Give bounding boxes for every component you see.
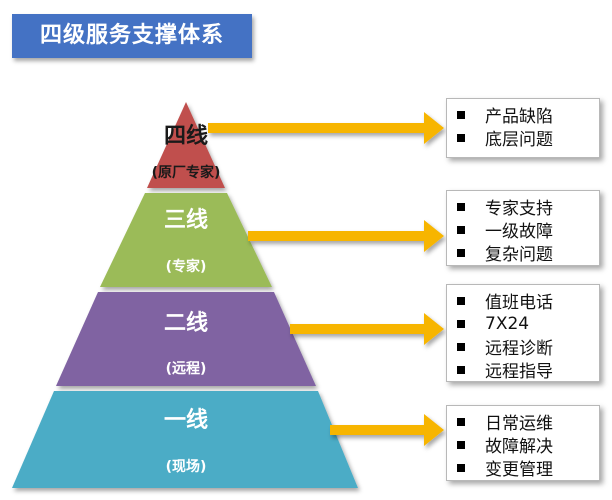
level-2-name: 二线 (164, 310, 208, 336)
arrow-level-2 (290, 313, 444, 345)
list-item: 复杂问题 (457, 241, 599, 265)
list-item: 远程诊断 (457, 335, 599, 359)
level-3-sub: (专家) (166, 258, 207, 275)
arrow-level-3 (248, 220, 444, 252)
level-2-sub: (远程) (166, 361, 207, 377)
square-bullet-icon (457, 202, 465, 211)
level-1-name: 一线 (164, 407, 208, 433)
list-item: 变更管理 (457, 456, 599, 480)
square-bullet-icon (457, 248, 465, 257)
level-1-sub: (现场) (166, 459, 207, 475)
level-1-items-box: 日常运维 故障解决 变更管理 (446, 405, 600, 481)
level-2-items-box: 值班电话 7X24 远程诊断 远程指导 (446, 284, 600, 382)
arrow-level-4 (208, 112, 444, 144)
square-bullet-icon (457, 319, 465, 328)
level-4-name: 四线 (164, 123, 208, 149)
list-item: 专家支持 (457, 195, 599, 219)
list-item: 日常运维 (457, 410, 599, 434)
square-bullet-icon (457, 463, 465, 472)
level-4-sub: (原厂专家) (152, 164, 221, 181)
square-bullet-icon (457, 296, 465, 305)
pyramid-level-2 (56, 292, 316, 386)
level-3-items-box: 专家支持 一级故障 复杂问题 (446, 190, 600, 266)
page-title: 四级服务支撑体系 (12, 14, 252, 58)
list-item: 远程指导 (457, 358, 599, 382)
square-bullet-icon (457, 417, 465, 426)
square-bullet-icon (457, 365, 465, 374)
square-bullet-icon (457, 440, 465, 449)
list-item: 值班电话 (457, 289, 599, 313)
arrow-level-1 (330, 414, 444, 446)
level-3-name: 三线 (164, 207, 208, 233)
list-item: 7X24 (457, 312, 599, 335)
list-item: 故障解决 (457, 433, 599, 457)
list-item: 一级故障 (457, 218, 599, 242)
square-bullet-icon (457, 225, 465, 234)
pyramid-level-1 (12, 391, 358, 488)
square-bullet-icon (457, 110, 465, 119)
level-4-items-box: 产品缺陷 底层问题 (446, 98, 600, 158)
square-bullet-icon (457, 342, 465, 351)
square-bullet-icon (457, 133, 465, 142)
pyramid-level-3 (100, 193, 272, 287)
pyramid-level-4 (147, 102, 225, 188)
list-item: 底层问题 (457, 126, 599, 150)
list-item: 产品缺陷 (457, 103, 599, 127)
